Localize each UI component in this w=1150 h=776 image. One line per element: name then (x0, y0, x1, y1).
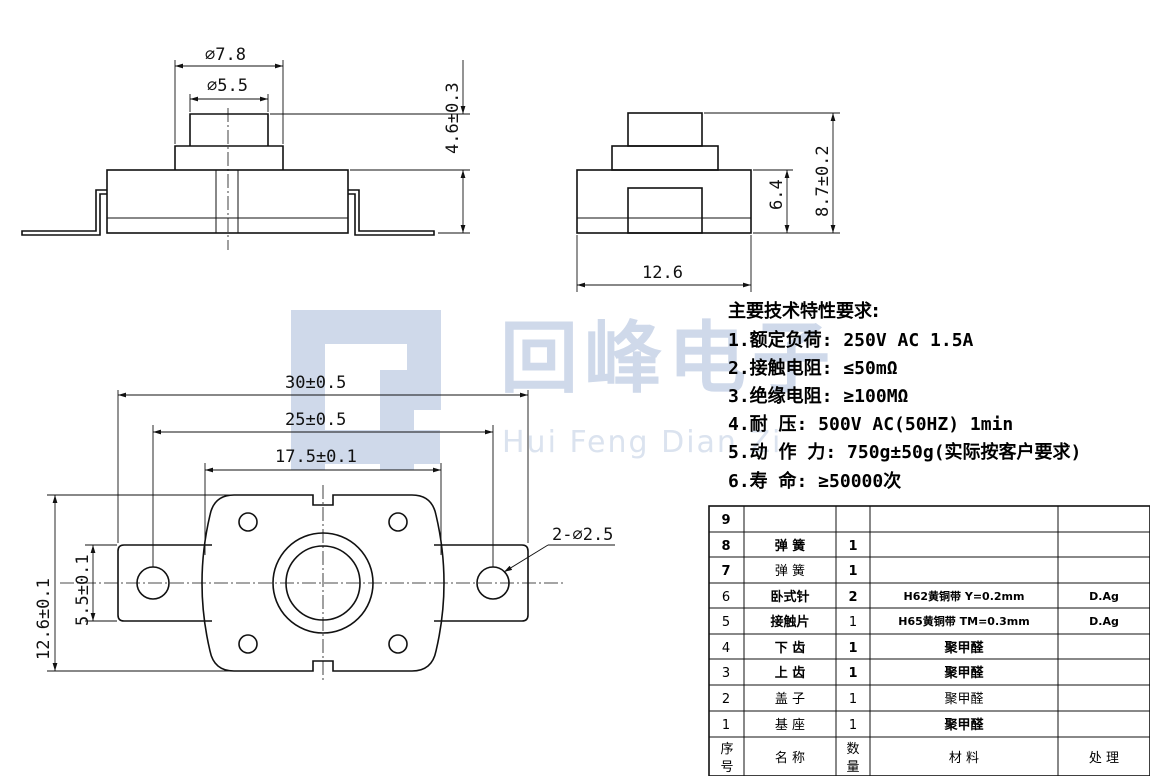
dim-side-inner-height: 6.4 (767, 179, 787, 210)
bom-row-qty: 1 (849, 718, 857, 733)
bom-row-qty: 1 (848, 666, 857, 681)
bom-row-material: H65黄铜带 TM=0.3mm (898, 614, 1029, 628)
dim-plan-175: 17.5±0.1 (275, 447, 357, 467)
bom-row-qty: 1 (848, 539, 857, 554)
bom-row-qty: 1 (849, 615, 857, 630)
bom-row-no: 2 (722, 692, 730, 707)
bom-header-treatment: 处 理 (1089, 751, 1119, 766)
bom-row-qty: 2 (848, 590, 857, 605)
dim-hole-callout: 2-⌀2.5 (552, 525, 613, 545)
bom-row-material: 聚甲醛 (943, 717, 984, 733)
dim-top-outer-dia: ⌀7.8 (205, 45, 246, 65)
bom-row-no: 1 (722, 718, 730, 733)
bom-header-no-1: 序 (720, 742, 733, 757)
dim-plan-30: 30±0.5 (285, 373, 346, 393)
bom-row-name: 盖 子 (775, 692, 805, 707)
bom-row-material: H62黄铜带 Y=0.2mm (904, 589, 1025, 603)
requirement-item: 6.寿 命: ≥50000次 (728, 470, 901, 492)
bom-row-no: 9 (721, 513, 730, 528)
plan-view: 30±0.5 25±0.5 17.5±0.1 12.6±0.1 5.5±0.1 … (34, 373, 615, 680)
requirement-item: 2.接触电阻: ≤50mΩ (728, 357, 898, 379)
bom-row-name: 基 座 (775, 718, 805, 733)
bom-row-no: 4 (722, 641, 730, 656)
dim-plan-25: 25±0.5 (285, 410, 346, 430)
bom-header-qty-1: 数 (846, 742, 859, 757)
requirement-item: 4.耐 压: 500V AC(50HZ) 1min (728, 413, 1013, 435)
dim-plan-126: 12.6±0.1 (34, 578, 54, 660)
requirements-block: 主要技术特性要求: 1.额定负荷: 250V AC 1.5A 2.接触电阻: ≤… (728, 300, 1081, 492)
bom-header-name: 名 称 (775, 750, 805, 766)
bom-row-no: 8 (721, 539, 730, 554)
bom-header-no-2: 号 (720, 760, 733, 775)
bom-row-no: 5 (722, 615, 730, 630)
watermark-logo (291, 310, 441, 470)
dim-top-inner-dia: ⌀5.5 (207, 76, 248, 96)
bom-row-material: 聚甲醛 (943, 665, 984, 681)
bom-row-name: 下 齿 (775, 640, 806, 656)
requirements-title: 主要技术特性要求: (728, 300, 879, 322)
bom-table: 9 8 弹 簧 1 7 弹 簧 1 6 卧式针 2 H62黄铜带 Y=0.2mm… (708, 505, 1150, 776)
bom-row-qty: 1 (848, 641, 857, 656)
bom-row-qty: 1 (849, 692, 857, 707)
watermark-brand-pinyin: Hui Feng Dian Zi (502, 425, 782, 460)
dim-plan-55: 5.5±0.1 (73, 554, 93, 626)
bom-row-material: 聚甲醛 (944, 691, 983, 707)
side-view: 6.4 8.7±0.2 12.6 (576, 112, 840, 292)
bom-row-name: 弹 簧 (775, 563, 805, 579)
bom-row-name: 上 齿 (775, 665, 806, 681)
bom-row-treatment: D.Ag (1089, 590, 1119, 603)
bom-row-name: 卧式针 (770, 589, 809, 605)
requirement-item: 1.额定负荷: 250V AC 1.5A (728, 329, 974, 351)
watermark-brand-cn: 回峰电子 (500, 314, 836, 404)
dim-side-total-height: 8.7±0.2 (813, 145, 833, 217)
dim-top-height: 4.6±0.3 (443, 82, 463, 154)
watermark: 回峰电子 Hui Feng Dian Zi (291, 310, 836, 470)
bom-row-no: 7 (721, 564, 730, 579)
front-view: ⌀7.8 ⌀5.5 4.6±0.3 (21, 45, 470, 250)
bom-header-material: 材 料 (949, 751, 979, 766)
requirement-item: 3.绝缘电阻: ≥100MΩ (728, 385, 909, 407)
bom-row-no: 6 (722, 590, 730, 605)
bom-row-material: 聚甲醛 (943, 640, 984, 656)
requirement-item: 5.动 作 力: 750g±50g(实际按客户要求) (728, 441, 1081, 463)
bom-row-treatment: D.Ag (1089, 615, 1119, 628)
bom-row-no: 3 (722, 666, 730, 681)
bom-row-name: 接触片 (770, 614, 809, 630)
bom-row-qty: 1 (848, 564, 857, 579)
dim-side-width: 12.6 (642, 263, 683, 283)
bom-header-qty-2: 量 (846, 760, 859, 775)
bom-row-name: 弹 簧 (775, 538, 806, 554)
